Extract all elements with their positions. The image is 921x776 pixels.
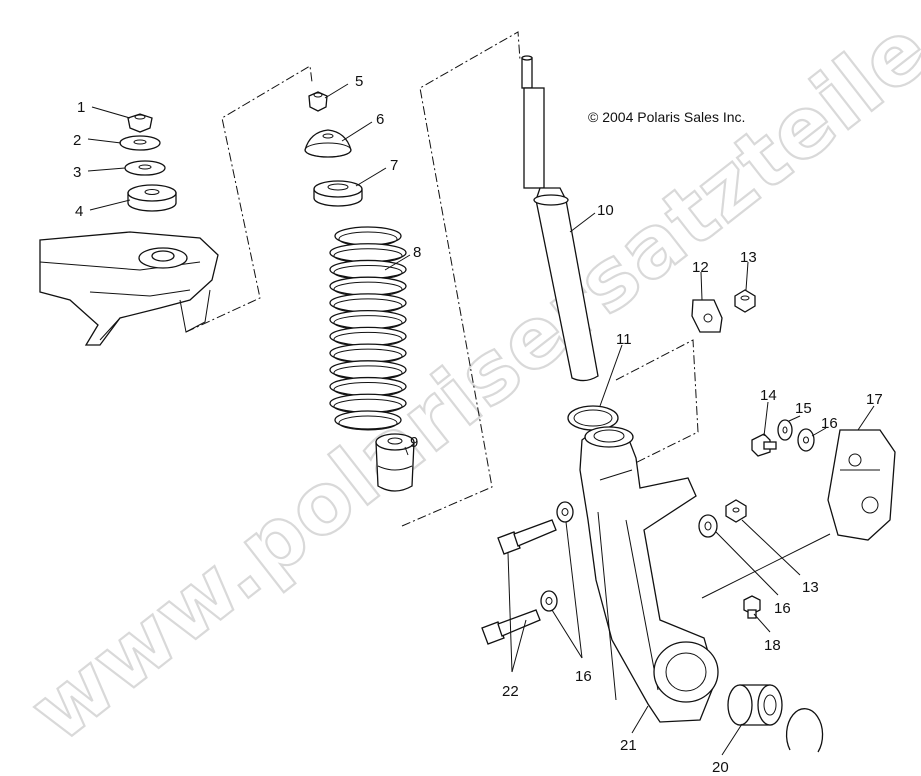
wheel-bearing-20 bbox=[727, 684, 783, 726]
callout-16-upper: 16 bbox=[821, 415, 838, 432]
callout-13-lower: 13 bbox=[802, 579, 819, 596]
spring-retainer-6 bbox=[304, 129, 352, 158]
callout-8: 8 bbox=[413, 244, 421, 261]
callout-3: 3 bbox=[73, 164, 81, 181]
callout-11: 11 bbox=[616, 331, 632, 348]
coil-spring-8 bbox=[329, 226, 407, 431]
assembly-line-left bbox=[185, 65, 313, 333]
mount-nut-1 bbox=[127, 113, 153, 133]
washer-16-mid bbox=[698, 514, 718, 538]
frame-mount bbox=[39, 231, 219, 346]
callout-22: 22 bbox=[502, 683, 519, 700]
bushing-4 bbox=[127, 184, 177, 212]
callout-6: 6 bbox=[376, 111, 384, 128]
callout-12: 12 bbox=[692, 259, 709, 276]
bolt-22-lower bbox=[481, 609, 541, 645]
assembly-line-right bbox=[615, 339, 699, 473]
spring-coil-turn bbox=[329, 243, 407, 263]
callout-15: 15 bbox=[795, 400, 812, 417]
callout-1: 1 bbox=[77, 99, 85, 116]
spring-coil-turn bbox=[329, 343, 407, 363]
callout-9: 9 bbox=[410, 434, 418, 451]
spring-coil-turn bbox=[329, 293, 407, 313]
callout-7: 7 bbox=[390, 157, 398, 174]
callout-21: 21 bbox=[620, 737, 637, 754]
bolt-14 bbox=[751, 433, 777, 457]
callout-13-upper: 13 bbox=[740, 249, 757, 266]
bolt-18 bbox=[743, 595, 761, 619]
nut-13-lower bbox=[725, 499, 747, 523]
bump-stop-9 bbox=[375, 433, 415, 492]
callout-18: 18 bbox=[764, 637, 781, 654]
spring-coil-turn bbox=[329, 259, 407, 280]
strut-cartridge-10 bbox=[521, 55, 599, 382]
copyright-text: © 2004 Polaris Sales Inc. bbox=[588, 109, 745, 125]
spring-seat-7 bbox=[313, 180, 363, 207]
washer-16-upper bbox=[797, 428, 815, 452]
strut-housing-21 bbox=[579, 426, 719, 723]
spring-coil-turn bbox=[334, 226, 402, 246]
callout-5: 5 bbox=[355, 73, 363, 90]
washer-16-lower-a bbox=[556, 501, 574, 523]
washer-15 bbox=[777, 419, 793, 441]
washer-16-lower-b bbox=[540, 590, 558, 612]
spring-coil-turn bbox=[334, 410, 402, 430]
clip-12 bbox=[691, 299, 723, 333]
spring-coil-inner bbox=[338, 415, 398, 431]
callout-2: 2 bbox=[73, 132, 81, 149]
callout-10: 10 bbox=[597, 202, 614, 219]
leader-lines bbox=[87, 83, 875, 756]
callout-14: 14 bbox=[760, 387, 777, 404]
callout-17: 17 bbox=[866, 391, 883, 408]
nut-5 bbox=[308, 91, 328, 112]
nut-13-upper bbox=[734, 289, 756, 313]
callout-4: 4 bbox=[75, 203, 83, 220]
spring-coil-turn bbox=[329, 376, 407, 397]
washer-3 bbox=[124, 160, 166, 176]
spring-coil-turn bbox=[329, 276, 407, 296]
spring-coil-turn bbox=[329, 326, 407, 347]
spring-coil-turn bbox=[329, 309, 407, 330]
bolt-22-upper bbox=[497, 519, 557, 555]
assembly-line-center bbox=[401, 31, 521, 527]
snap-ring bbox=[785, 708, 824, 753]
callout-labels: 1 2 3 4 5 6 7 8 9 10 11 12 13 14 15 16 1… bbox=[73, 73, 883, 776]
watermark-text: www.polarisersatzteile.de bbox=[12, 0, 921, 761]
callout-20: 20 bbox=[712, 759, 729, 776]
spring-coil-turn bbox=[329, 360, 407, 380]
callout-16-mid: 16 bbox=[774, 600, 791, 617]
spring-coil-turn bbox=[329, 393, 407, 413]
washer-2 bbox=[119, 135, 161, 151]
brake-caliper-17 bbox=[827, 429, 896, 541]
callout-16-lower: 16 bbox=[575, 668, 592, 685]
